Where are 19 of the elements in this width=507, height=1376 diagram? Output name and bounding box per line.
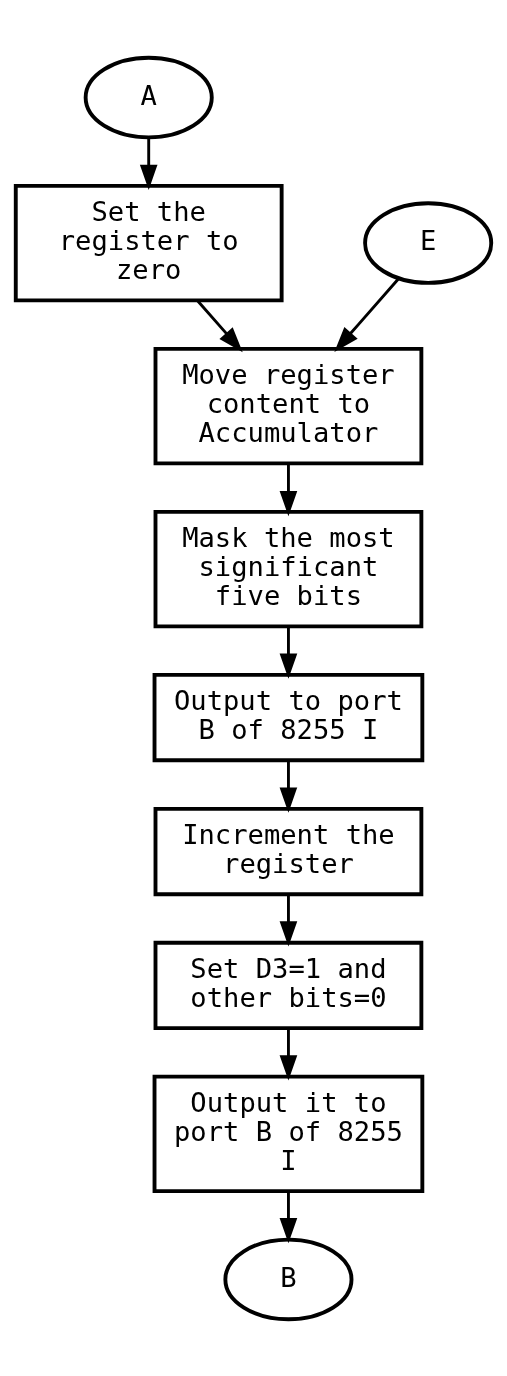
node-ellipse: B — [223, 1237, 354, 1321]
arrow — [279, 760, 298, 813]
arrow — [279, 626, 298, 679]
node-box: Set the register to zero — [13, 183, 284, 302]
arrow — [279, 1027, 298, 1081]
node-box: Move register content to Accumulator — [153, 346, 424, 465]
node-box: Mask the most significant five bits — [153, 509, 424, 628]
arrow — [279, 1191, 298, 1243]
node-ellipse: E — [363, 200, 494, 285]
arrow — [334, 277, 400, 352]
node-box: Set D3=1 and other bits=0 — [153, 940, 424, 1030]
node-ellipse: A — [83, 55, 214, 139]
arrow — [139, 136, 158, 190]
node-box: Output it to port B of 8255 I — [152, 1074, 425, 1193]
arrow — [279, 463, 298, 516]
arrow — [279, 894, 298, 947]
node-box: Output to port B of 8255 I — [152, 672, 425, 762]
arrow — [196, 299, 243, 352]
node-box: Increment the register — [153, 806, 424, 896]
